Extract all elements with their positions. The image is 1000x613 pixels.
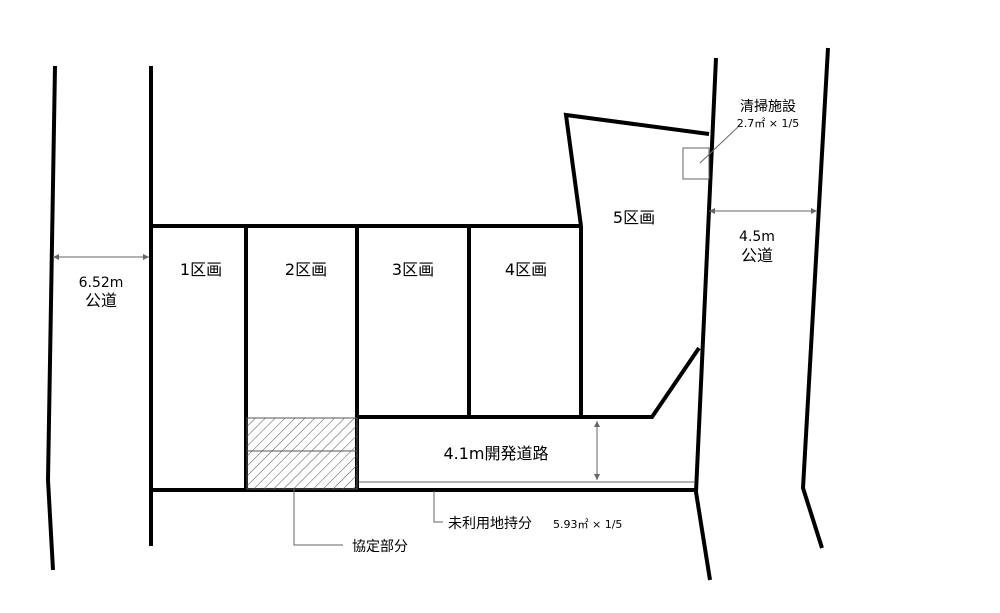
agreement-area-hatch xyxy=(246,417,358,490)
lot5-outline xyxy=(563,112,710,227)
left-road-dimension-arrow-right xyxy=(143,254,149,260)
lot3-label: 3区画 xyxy=(392,260,434,279)
right-road-dimension-arrow-right xyxy=(811,208,817,214)
facility-name: 清掃施設 xyxy=(740,98,796,115)
lot4-label: 4区画 xyxy=(505,260,547,279)
left-road-width: 6.52m xyxy=(79,275,124,291)
lot1-label: 1区画 xyxy=(180,260,222,279)
cleaning-facility-box xyxy=(682,147,710,180)
dev-road-dimension-arrow-bottom xyxy=(594,474,600,480)
right-road-inner-edge xyxy=(693,57,718,581)
facility-area: 2.7㎡ × 1/5 xyxy=(737,117,799,130)
cleaning-facility-leader xyxy=(699,125,740,164)
lot2-label: 2区画 xyxy=(285,260,327,279)
agreement-leader xyxy=(293,489,343,546)
left-road-dimension-arrow-left xyxy=(53,254,59,260)
agreement-label: 協定部分 xyxy=(352,539,408,555)
unused-land-label: 未利用地持分 xyxy=(448,516,532,532)
dev-road-label: 4.1m開発道路 xyxy=(443,444,548,463)
lot5-lower-edge xyxy=(357,346,701,419)
left-road-label: 公道 xyxy=(85,291,117,310)
unused-land-area: 5.93㎡ × 1/5 xyxy=(553,518,622,531)
right-road-dimension-arrow-left xyxy=(709,208,715,214)
right-road-width: 4.5m xyxy=(739,229,775,245)
unused-land-leader xyxy=(433,491,443,523)
lot5-label: 5区画 xyxy=(613,208,655,227)
right-road-outer-edge xyxy=(800,47,830,549)
right-road-label: 公道 xyxy=(741,246,773,265)
left-road-outer-edge xyxy=(45,65,57,571)
dev-road-dimension-arrow-top xyxy=(594,421,600,427)
